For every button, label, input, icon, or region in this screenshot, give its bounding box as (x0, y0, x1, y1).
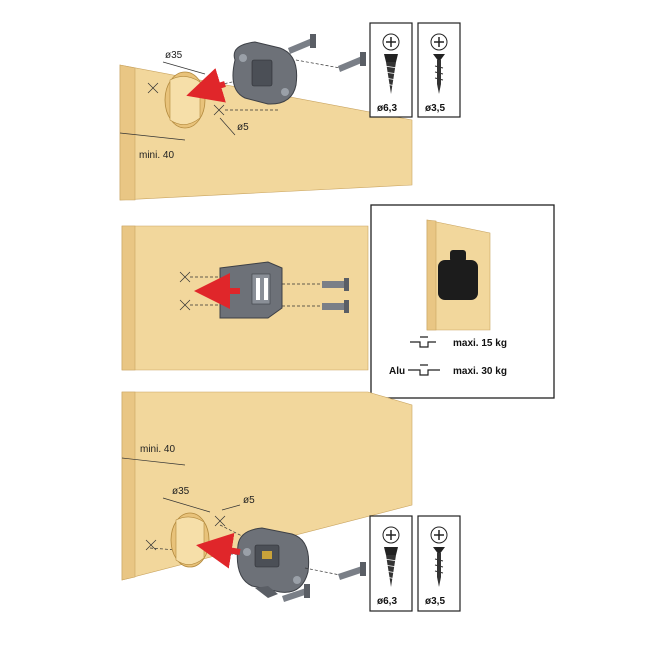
top-bracket (232, 41, 298, 105)
top-screws (288, 34, 366, 72)
bottom-screw-box-large: ø6,3 (369, 515, 413, 612)
bottom-screw-box-small: ø3,5 (417, 515, 461, 612)
top-screw-box-large: ø6,3 (369, 22, 413, 118)
top-dim-small: ø5 (237, 122, 249, 133)
middle-screws (282, 278, 349, 313)
load-alu: maxi. 30 kg (453, 366, 507, 377)
alu-rail-profile-icon (408, 364, 440, 376)
top-arrow (186, 68, 226, 103)
bottom-screws (282, 562, 366, 602)
rail-profile-icon (410, 336, 436, 348)
bottom-dim-mini: mini. 40 (140, 444, 175, 455)
top-drill-hole (164, 71, 206, 129)
top-pilot-holes (147, 82, 225, 116)
top-dim-hole: ø35 (165, 50, 183, 61)
bottom-pilot-holes (145, 515, 226, 551)
top-screw-box-small: ø3,5 (417, 22, 461, 118)
bottom-arrow (196, 532, 241, 569)
top-dim-mini: mini. 40 (139, 150, 174, 161)
bottom-dim-small: ø5 (243, 495, 255, 506)
weight-icon (438, 260, 478, 300)
bottom-drill-hole (170, 512, 210, 568)
middle-bracket (219, 261, 283, 319)
bottom-screw-large-label: ø6,3 (377, 596, 397, 607)
top-screw-small-label: ø3,5 (425, 103, 445, 114)
load-standard: maxi. 15 kg (453, 338, 507, 349)
bottom-screw-small-label: ø3,5 (425, 596, 445, 607)
load-capacity-box: maxi. 15 kg Alu maxi. 30 kg (370, 204, 555, 399)
top-screw-large-label: ø6,3 (377, 103, 397, 114)
bottom-dim-hole: ø35 (172, 486, 190, 497)
load-alu-prefix: Alu (389, 366, 405, 377)
bottom-bracket (236, 527, 310, 598)
